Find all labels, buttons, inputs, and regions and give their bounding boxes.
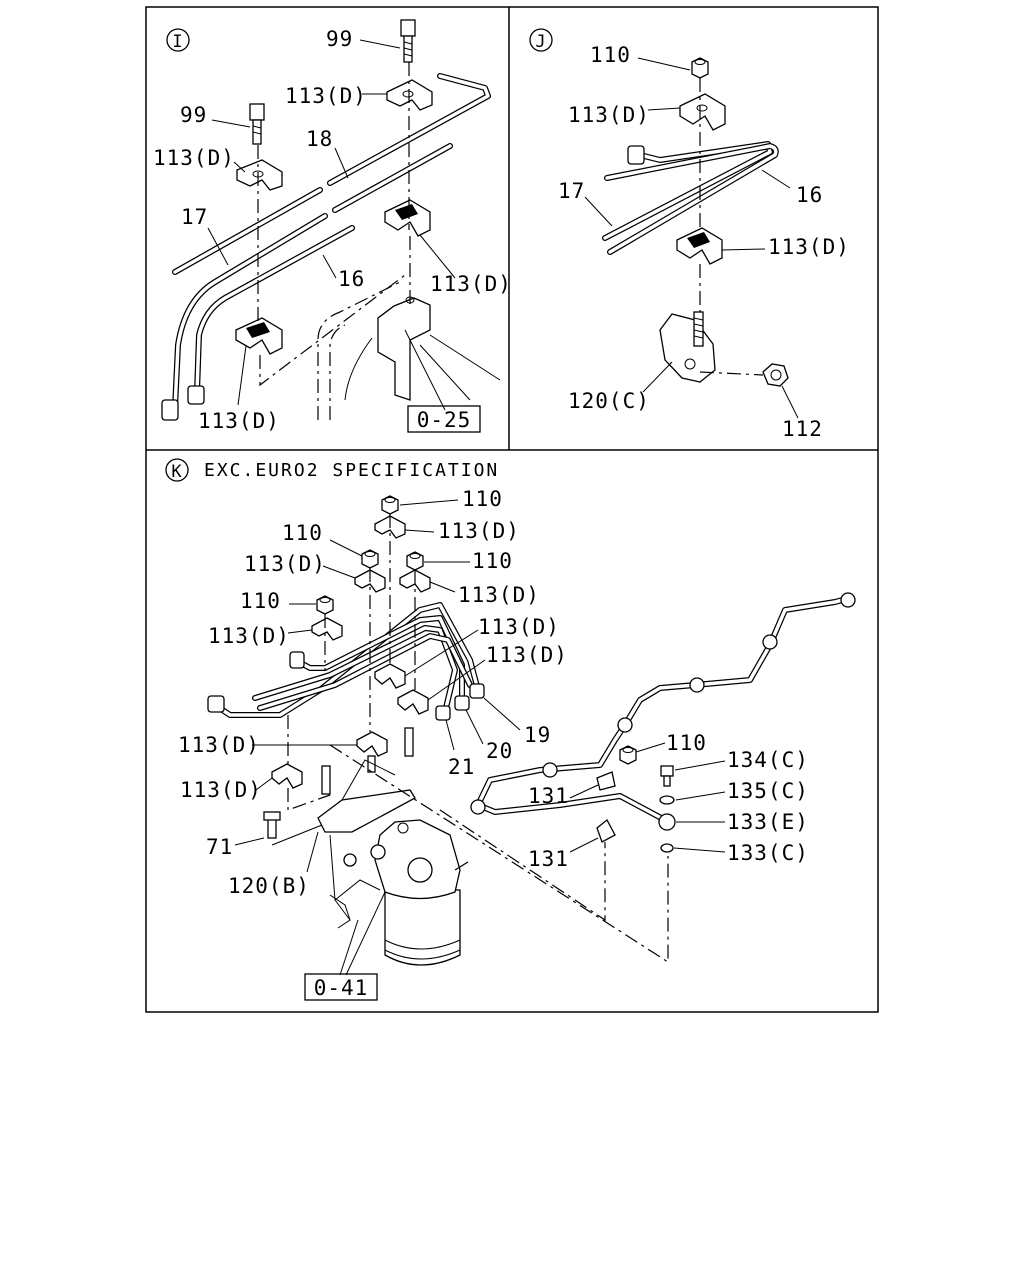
- bracket-120c: [659, 311, 716, 383]
- nut-110-k-4: [316, 595, 334, 615]
- nut-110-k-5: [619, 745, 637, 765]
- label-k-133e: 133(E): [727, 810, 809, 834]
- clamp-113d-right: [384, 199, 431, 237]
- label-k-110-d: 110: [240, 589, 281, 613]
- nut-110-j: [691, 57, 709, 79]
- label-j-110: 110: [590, 43, 631, 67]
- label-j-113d-top: 113(D): [568, 103, 650, 127]
- label-i-17: 17: [181, 205, 208, 229]
- nut-110-k-3: [406, 551, 424, 571]
- label-k-110-c: 110: [472, 549, 513, 573]
- label-k-131-lower: 131: [528, 847, 569, 871]
- clamp-113d-k-4: [311, 617, 343, 641]
- bolt-134c: [660, 765, 674, 777]
- diagram-frame: [145, 6, 879, 1013]
- label-k-71: 71: [206, 835, 233, 859]
- label-i-113d-right: 113(D): [430, 272, 512, 296]
- panel-i-marker: I: [172, 32, 183, 52]
- label-k-113d-d: 113(D): [208, 624, 290, 648]
- washer-135c: [659, 795, 675, 805]
- label-k-113d-h: 113(D): [180, 778, 262, 802]
- label-k-113d-a: 113(D): [438, 519, 520, 543]
- label-i-113d-left: 113(D): [153, 146, 235, 170]
- label-j-112: 112: [782, 417, 823, 441]
- label-i-99-top: 99: [326, 27, 353, 51]
- panel-i-marker-circle: [166, 28, 190, 52]
- clamp-113d-k-5: [374, 663, 406, 689]
- label-k-19: 19: [524, 723, 551, 747]
- label-j-16: 16: [796, 183, 823, 207]
- fuel-filter: [343, 819, 469, 966]
- ref-box-0-25: 0-25: [417, 408, 472, 432]
- label-j-120c: 120(C): [568, 389, 650, 413]
- clamp-113d-j-bottom: [676, 227, 723, 265]
- bolt-99-upper: [400, 19, 416, 63]
- label-i-113d-bottom: 113(D): [198, 409, 280, 433]
- clamp-113d-k-6: [397, 689, 429, 715]
- ref-box-0-41: 0-41: [314, 976, 369, 1000]
- label-k-113d-g: 113(D): [178, 733, 260, 757]
- panel-j: J: [529, 28, 850, 441]
- panel-j-marker: J: [535, 32, 546, 52]
- clamp-113d-k-8: [271, 763, 303, 789]
- panel-k-caption: EXC.EURO2 SPECIFICATION: [204, 460, 499, 481]
- label-k-135c: 135(C): [727, 779, 809, 803]
- clamp-113d-bottom: [235, 317, 283, 355]
- clip-131-upper: [596, 771, 616, 791]
- nut-110-k-2: [361, 549, 379, 569]
- label-j-113d-bottom: 113(D): [768, 235, 850, 259]
- eye-133e: [658, 813, 676, 831]
- clamp-113d-k-7: [356, 731, 388, 757]
- nut-112: [762, 363, 789, 387]
- panel-k: K EXC.EURO2 SPECIFICATION: [165, 458, 856, 1001]
- label-k-110-b: 110: [282, 521, 323, 545]
- label-k-120b: 120(B): [228, 874, 310, 898]
- label-k-133c: 133(C): [727, 841, 809, 865]
- panel-j-marker-circle: [529, 28, 553, 52]
- label-i-113d-top: 113(D): [285, 84, 367, 108]
- clip-131-lower: [596, 819, 616, 843]
- panel-k-marker-circle: [165, 458, 189, 482]
- bolt-99-left: [249, 103, 265, 145]
- label-k-20: 20: [486, 739, 513, 763]
- nut-110-k-1: [381, 495, 399, 515]
- label-i-18: 18: [306, 127, 333, 151]
- label-k-110-e: 110: [666, 731, 707, 755]
- label-j-17: 17: [558, 179, 585, 203]
- ref-box-0-41-frame: [304, 973, 378, 1001]
- ref-box-0-25-frame: [407, 405, 481, 433]
- washer-133c: [660, 843, 674, 853]
- label-k-113d-f: 113(D): [486, 643, 568, 667]
- label-k-131-upper: 131: [528, 784, 569, 808]
- label-k-113d-b: 113(D): [244, 552, 326, 576]
- label-k-113d-c: 113(D): [458, 583, 540, 607]
- label-i-16: 16: [338, 267, 365, 291]
- label-i-99-left: 99: [180, 103, 207, 127]
- panel-k-marker: K: [171, 462, 182, 482]
- panel-i: I: [153, 19, 512, 433]
- label-k-134c: 134(C): [727, 748, 809, 772]
- label-k-110-a: 110: [462, 487, 503, 511]
- clamp-113d-left: [236, 159, 283, 191]
- label-k-21: 21: [448, 755, 475, 779]
- clamp-113d-j-top: [679, 93, 726, 131]
- label-k-113d-e: 113(D): [478, 615, 560, 639]
